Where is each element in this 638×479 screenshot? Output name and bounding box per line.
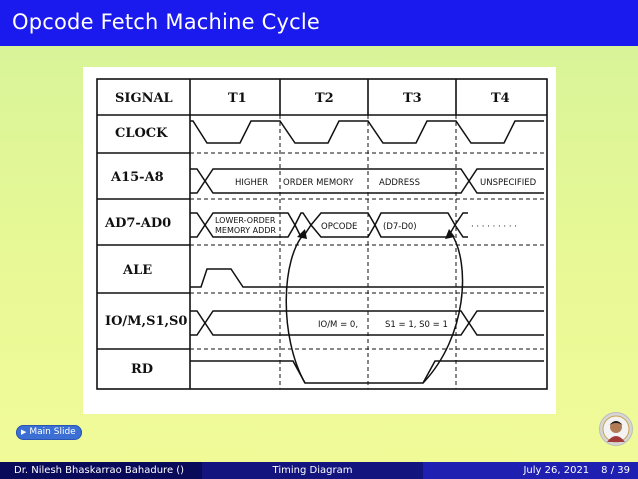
footer-author: Dr. Nilesh Bhaskarrao Bahadure () xyxy=(0,462,202,479)
label-higher: HIGHER xyxy=(235,178,268,188)
arrow-heads xyxy=(297,229,455,239)
main-slide-label: Main Slide xyxy=(29,427,76,437)
title-bar: Opcode Fetch Machine Cycle xyxy=(0,0,638,46)
grid xyxy=(96,78,548,390)
a15-a8-bus-bottom xyxy=(190,179,544,194)
ale-wave xyxy=(190,268,544,288)
label-lower-order: LOWER-ORDER xyxy=(215,216,276,225)
main-slide-button[interactable]: ▶Main Slide xyxy=(16,425,82,440)
footer-page: 8 / 39 xyxy=(601,465,630,476)
footer-right: July 26, 2021 8 / 39 xyxy=(423,462,638,479)
row-a15-a8: A15-A8 xyxy=(110,170,164,185)
label-memory-addr: MEMORY ADDR xyxy=(215,226,276,235)
row-ad7-ad0: AD7-AD0 xyxy=(104,216,171,231)
row-ale: ALE xyxy=(122,263,152,278)
row-rd: RD xyxy=(131,362,153,377)
row-io-m-s1-s0: IO/M,S1,S0 xyxy=(105,314,187,329)
label-order-memory: ORDER MEMORY xyxy=(283,178,354,188)
label-d7-d0: (D7-D0) xyxy=(383,222,417,232)
header-t1: T1 xyxy=(228,91,247,106)
label-opcode: OPCODE xyxy=(321,222,357,232)
a15-a8-bus-top xyxy=(190,168,544,183)
slide-title: Opcode Fetch Machine Cycle xyxy=(12,10,320,34)
label-dots: · · · · · · · · · xyxy=(471,222,517,232)
t-boundaries xyxy=(279,115,457,389)
label-address: ADDRESS xyxy=(379,178,420,188)
rd-arrow-data xyxy=(422,232,464,384)
label-s-eq: S1 = 1, S0 = 1 xyxy=(385,320,448,330)
header-t4: T4 xyxy=(491,91,510,106)
header-signal: SIGNAL xyxy=(115,91,173,106)
clock-wave xyxy=(190,120,544,144)
header-t3: T3 xyxy=(403,91,422,106)
avatar-image xyxy=(602,415,630,443)
timing-diagram: SIGNAL T1 T2 T3 T4 CLOCK A15-A8 AD7-AD0 … xyxy=(83,67,556,414)
rd-wave xyxy=(190,360,544,384)
footer-bar: Dr. Nilesh Bhaskarrao Bahadure () Timing… xyxy=(0,462,638,479)
header-t2: T2 xyxy=(315,91,334,106)
waveforms xyxy=(190,120,544,384)
triangle-right-icon: ▶ xyxy=(21,428,27,436)
row-clock: CLOCK xyxy=(115,126,168,141)
rd-arrow-opcode xyxy=(285,232,306,384)
label-unspecified: UNSPECIFIED xyxy=(480,178,537,188)
label-io-m-eq: IO/M = 0, xyxy=(318,320,358,330)
author-avatar xyxy=(599,412,633,446)
io-bus-top xyxy=(190,310,544,325)
timing-diagram-svg: SIGNAL T1 T2 T3 T4 CLOCK A15-A8 AD7-AD0 … xyxy=(96,78,548,390)
io-bus-bottom xyxy=(190,321,544,336)
footer-date: July 26, 2021 xyxy=(523,465,590,476)
footer-topic: Timing Diagram xyxy=(202,462,423,479)
